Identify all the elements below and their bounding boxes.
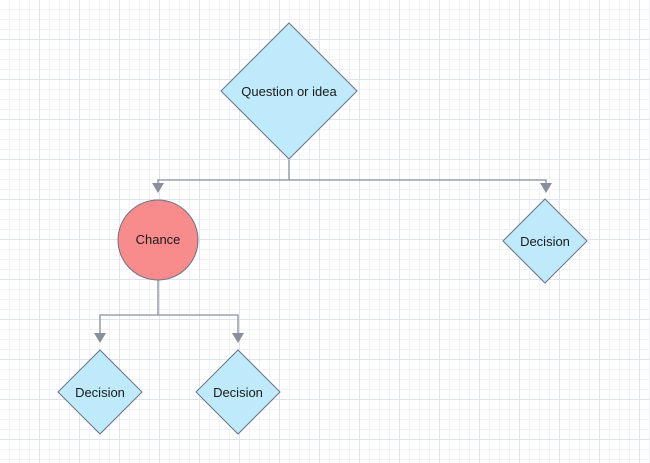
arrowhead-to-decision-left-2 bbox=[232, 333, 244, 343]
arrowhead-to-chance bbox=[152, 183, 164, 193]
node-label: Decision bbox=[520, 234, 570, 249]
node-label: Decision bbox=[213, 385, 263, 400]
node-chance[interactable]: Chance bbox=[117, 199, 199, 281]
circle-shape bbox=[117, 199, 199, 281]
connector-chance-branches bbox=[99, 280, 239, 335]
connector-root-branches bbox=[157, 160, 547, 185]
node-label: Decision bbox=[75, 385, 125, 400]
node-question-or-idea[interactable]: Question or idea bbox=[220, 22, 358, 160]
diamond-shape bbox=[502, 198, 588, 284]
arrowhead-to-decision-right bbox=[540, 183, 552, 193]
node-decision-left-1[interactable]: Decision bbox=[57, 349, 143, 435]
node-label: Question or idea bbox=[241, 84, 337, 99]
diamond-shape bbox=[57, 349, 143, 435]
diamond-shape bbox=[220, 22, 358, 160]
connector-chance-to-decision-left-1 bbox=[99, 314, 158, 335]
node-label: Chance bbox=[136, 232, 181, 247]
diamond-shape bbox=[195, 349, 281, 435]
node-decision-right[interactable]: Decision bbox=[502, 198, 588, 284]
connector-root-to-chance bbox=[157, 179, 289, 185]
connector-root-to-decision-right bbox=[289, 179, 547, 185]
connector-chance-to-decision-left-2 bbox=[158, 314, 239, 335]
node-decision-left-2[interactable]: Decision bbox=[195, 349, 281, 435]
arrowhead-to-decision-left-1 bbox=[94, 333, 106, 343]
